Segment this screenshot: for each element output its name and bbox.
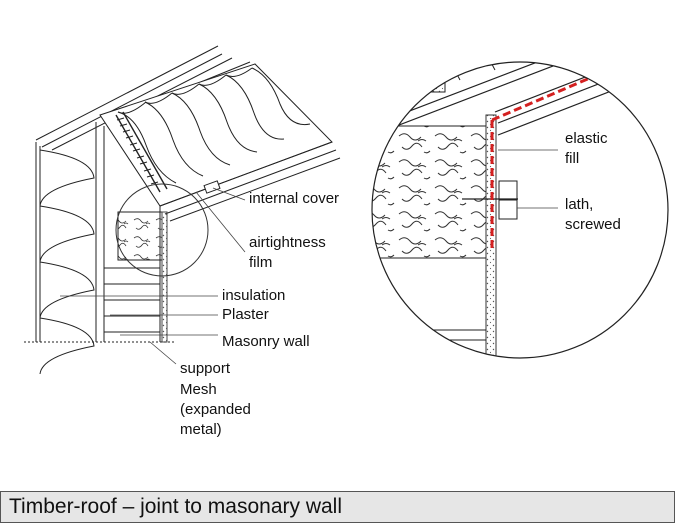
label-fill: fill: [565, 150, 580, 167]
label-insulation: insulation: [222, 287, 286, 304]
label-internal-cover: internal cover: [249, 190, 340, 207]
label-film: film: [249, 254, 273, 271]
right-leaders: [498, 149, 558, 209]
label-screwed: screwed: [565, 216, 621, 233]
left-section: [24, 45, 341, 375]
roof-layers: [35, 45, 341, 222]
roof-wall-joint-drawing: [24, 45, 669, 375]
detail-enlargement: [371, 61, 669, 359]
caption-bar: Timber-roof – joint to masonary wall: [0, 491, 675, 523]
masonry-wall: [24, 126, 175, 343]
label-elastic: elastic: [565, 130, 608, 147]
detail-circle-large: [371, 61, 669, 359]
label-airtightness: airtightness: [249, 234, 326, 251]
label-plaster: Plaster: [222, 306, 269, 323]
label-mesh: Mesh: [180, 381, 217, 398]
label-support: support: [180, 360, 231, 377]
label-metal: metal): [180, 421, 222, 438]
label-masonry-wall: Masonry wall: [222, 333, 310, 350]
label-lath: lath,: [565, 196, 594, 213]
label-expanded: (expanded: [180, 401, 251, 418]
left-leaders: [60, 187, 246, 365]
detail-circle: [115, 183, 209, 277]
wall-insulation: [35, 122, 97, 375]
caption-title: Timber-roof – joint to masonary wall: [9, 495, 343, 518]
